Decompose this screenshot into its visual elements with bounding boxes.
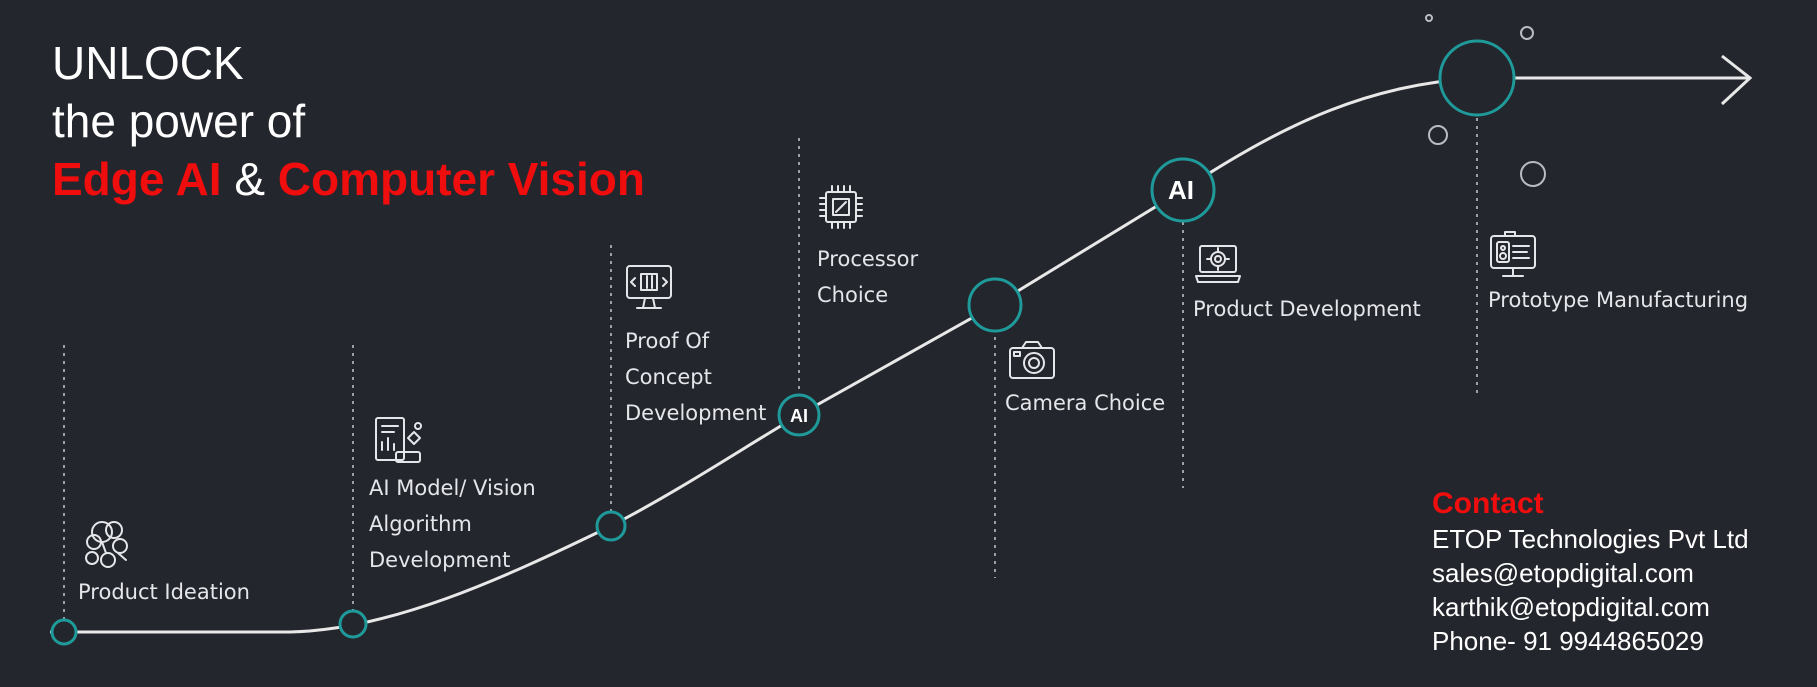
decorative-bubble [1428, 125, 1448, 145]
stage-label-product-dev: Product Development [1193, 291, 1421, 327]
ai-badge-small: AI [790, 406, 808, 426]
arrow-head [1720, 54, 1753, 106]
stage-label-line: Product Ideation [78, 580, 250, 604]
growth-curve [50, 76, 1750, 634]
contact-phone: Phone- 91 9944865029 [1432, 626, 1704, 656]
decorative-bubble [1425, 14, 1433, 22]
headline-highlight-edge-ai: Edge AI [52, 153, 222, 205]
monitor-code-icon [626, 265, 672, 309]
decorative-bubble [1520, 26, 1534, 40]
camera-icon [1009, 341, 1055, 379]
stage-label-line: Processor [817, 247, 919, 271]
contact-email-sales: sales@etopdigital.com [1432, 558, 1694, 588]
contact-block: Contact ETOP Technologies Pvt Ltd sales@… [1432, 486, 1749, 658]
headline-line-1: UNLOCK [52, 37, 244, 89]
algorithm-icon [375, 417, 422, 463]
milestone-node-camera [967, 277, 1023, 333]
processor-chip-icon [819, 185, 863, 229]
monitor-device-icon [1490, 231, 1536, 277]
stage-label-line: Algorithm [369, 512, 472, 536]
contact-email-karthik: karthik@etopdigital.com [1432, 592, 1710, 622]
stage-label-line: Development [625, 401, 767, 425]
milestone-node-ideation [50, 618, 78, 646]
stage-label-line: Proof Of [625, 329, 710, 353]
stage-label-line: Prototype Manufacturing [1488, 288, 1749, 312]
headline-highlight-cv: Computer Vision [277, 153, 645, 205]
contact-title: Contact [1432, 487, 1544, 520]
laptop-gear-icon [1195, 245, 1241, 283]
decorative-bubble [1520, 161, 1546, 187]
stage-label-processor: Processor Choice [817, 241, 918, 313]
stage-label-prototype: Prototype Manufacturing [1488, 282, 1748, 318]
milestone-node-algorithm [338, 609, 368, 639]
stage-label-line: Concept [625, 365, 712, 389]
stage-label-poc: Proof Of Concept Development [625, 323, 766, 431]
milestone-node-product-dev [1150, 157, 1216, 223]
stage-label-ideation: Product Ideation [78, 574, 250, 610]
headline-line-3: Edge AI & Computer Vision [52, 150, 645, 208]
headline: UNLOCK the power of Edge AI & Computer V… [52, 34, 645, 208]
headline-line-2: the power of [52, 95, 306, 147]
stage-label-line: Development [369, 548, 511, 572]
stage-label-line: Product Development [1193, 297, 1421, 321]
stage-label-line: AI Model/ Vision [369, 476, 536, 500]
contact-company: ETOP Technologies Pvt Ltd [1432, 524, 1749, 554]
headline-connector: & [234, 153, 266, 205]
stage-label-line: Camera Choice [1005, 391, 1166, 415]
stage-label-line: Choice [817, 283, 889, 307]
milestone-node-poc [595, 510, 627, 542]
stage-label-algorithm: AI Model/ Vision Algorithm Development [369, 470, 536, 578]
milestone-node-processor [777, 393, 821, 437]
ai-badge-large: AI [1168, 175, 1194, 205]
stage-label-camera: Camera Choice [1005, 385, 1165, 421]
ideas-icon [85, 521, 128, 568]
milestone-node-prototype [1438, 39, 1516, 117]
